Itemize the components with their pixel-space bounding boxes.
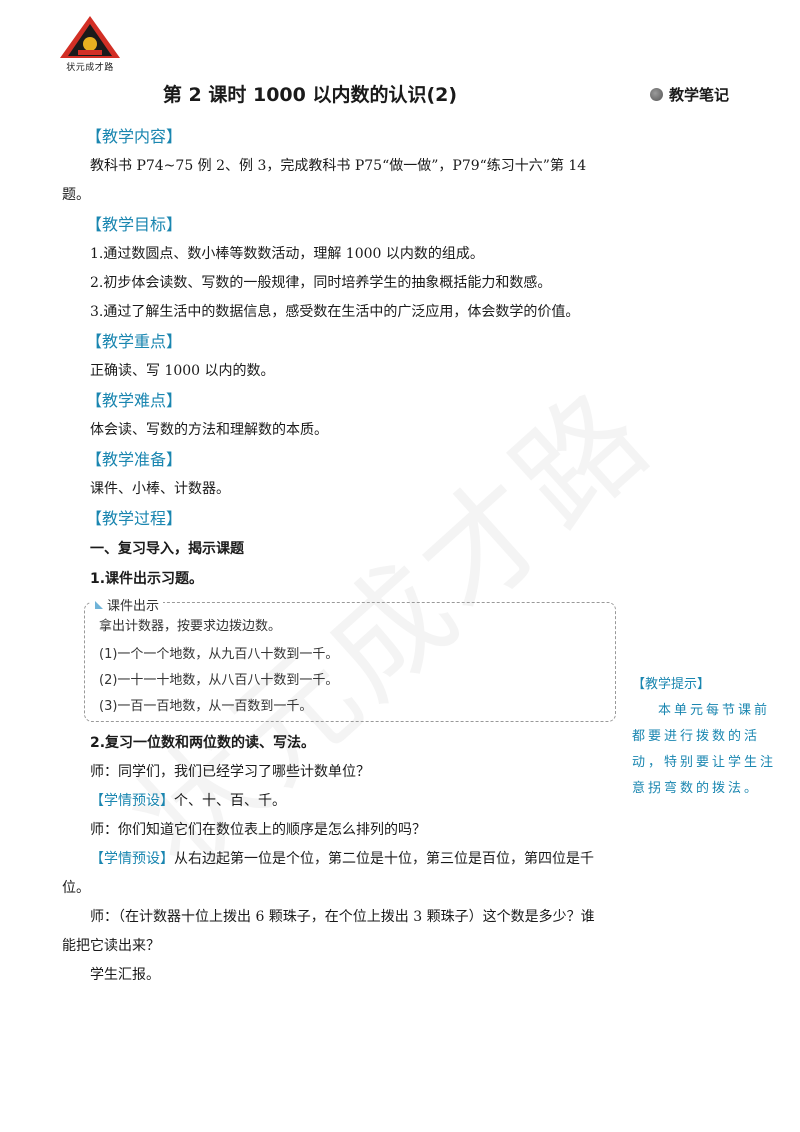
- section-title-content: 【教学内容】: [86, 127, 183, 146]
- section-title-key: 【教学重点】: [86, 332, 183, 351]
- section-title-process: 【教学过程】: [86, 509, 183, 528]
- preview-label: 【学情预设】: [90, 793, 174, 809]
- teacher-line-1: 师：同学们，我们已经学习了哪些计数单位？: [90, 764, 370, 780]
- page-title: 第 2 课时 1000 以内数的认识(2): [162, 84, 458, 106]
- teacher-line-3: 师：（在计数器十位上拨出 6 颗珠子，在个位上拨出 3 颗珠子）这个数是多少？谁…: [62, 909, 595, 954]
- goal-3: 3.通过了解生活中的数据信息，感受数在生活中的广泛应用，体会数学的价值。: [90, 304, 580, 320]
- notes-header-label: 教学笔记: [669, 86, 730, 104]
- preview-answer-2-text: 从右边起第一位是个位，第二位是十位，第三位是百位，第四位是千位。: [62, 851, 594, 896]
- corner-icon: [95, 600, 103, 609]
- prep-text: 课件、小棒、计数器。: [90, 481, 230, 497]
- teaching-tip-title: 【教学提示】: [632, 677, 711, 692]
- logo-triangle-icon: [60, 16, 120, 58]
- teaching-tip: 【教学提示】 本单元每节课前都要进行拨数的活动，特别要让学生注意拐弯数的拨法。: [632, 672, 782, 802]
- courseware-tag-label: 课件出示: [107, 599, 160, 614]
- step-1-1: 1.课件出示习题。: [90, 571, 204, 587]
- box-line-3: (3)一百一百地数，从一百数到一千。: [99, 699, 313, 714]
- teaching-tip-body: 本单元每节课前都要进行拨数的活动，特别要让学生注意拐弯数的拨法。: [632, 703, 777, 796]
- teacher-line-2: 师：你们知道它们在数位表上的顺序是怎么排列的吗？: [90, 822, 426, 838]
- content-text: 教科书 P74~75 例 2、例 3，完成教科书 P75“做一做”，P79“练习…: [62, 158, 587, 203]
- courseware-tag: 课件出示: [91, 595, 164, 614]
- courseware-box: 课件出示 拿出计数器，按要求边拨边数。 (1)一个一个地数，从九百八十数到一千。…: [84, 595, 616, 722]
- preview-answer-2: 【学情预设】从右边起第一位是个位，第二位是十位，第三位是百位，第四位是千位。: [62, 845, 602, 903]
- box-line-1: (1)一个一个地数，从九百八十数到一千。: [99, 647, 339, 662]
- bullet-icon: [650, 88, 663, 101]
- preview-answer-1: 【学情预设】个、十、百、千。: [62, 787, 602, 816]
- box-line-2: (2)一十一十地数，从八百八十数到一千。: [99, 673, 339, 688]
- section-title-goals: 【教学目标】: [86, 215, 183, 234]
- goal-2: 2.初步体会读数、写数的一般规律，同时培养学生的抽象概括能力和数感。: [90, 275, 552, 291]
- goal-1: 1.通过数圆点、数小棒等数数活动，理解 1000 以内数的组成。: [90, 246, 484, 262]
- lesson-content: 【教学内容】 教科书 P74~75 例 2、例 3，完成教科书 P75“做一做”…: [62, 122, 616, 990]
- publisher-logo: 状元成才路: [58, 14, 122, 73]
- step-1-2: 2.复习一位数和两位数的读、写法。: [90, 735, 316, 751]
- section-title-difficulty: 【教学难点】: [86, 391, 183, 410]
- step-1-heading: 一、复习导入，揭示课题: [90, 541, 244, 557]
- notes-header: 教学笔记: [650, 84, 729, 105]
- logo-text: 状元成才路: [66, 63, 114, 73]
- key-text: 正确读、写 1000 以内的数。: [90, 363, 275, 379]
- student-report: 学生汇报。: [90, 967, 160, 983]
- difficulty-text: 体会读、写数的方法和理解数的本质。: [90, 422, 328, 438]
- section-title-prep: 【教学准备】: [86, 450, 183, 469]
- box-line-0: 拿出计数器，按要求边拨边数。: [99, 619, 282, 634]
- preview-answer-1-text: 个、十、百、千。: [174, 793, 286, 809]
- preview-label: 【学情预设】: [90, 851, 174, 867]
